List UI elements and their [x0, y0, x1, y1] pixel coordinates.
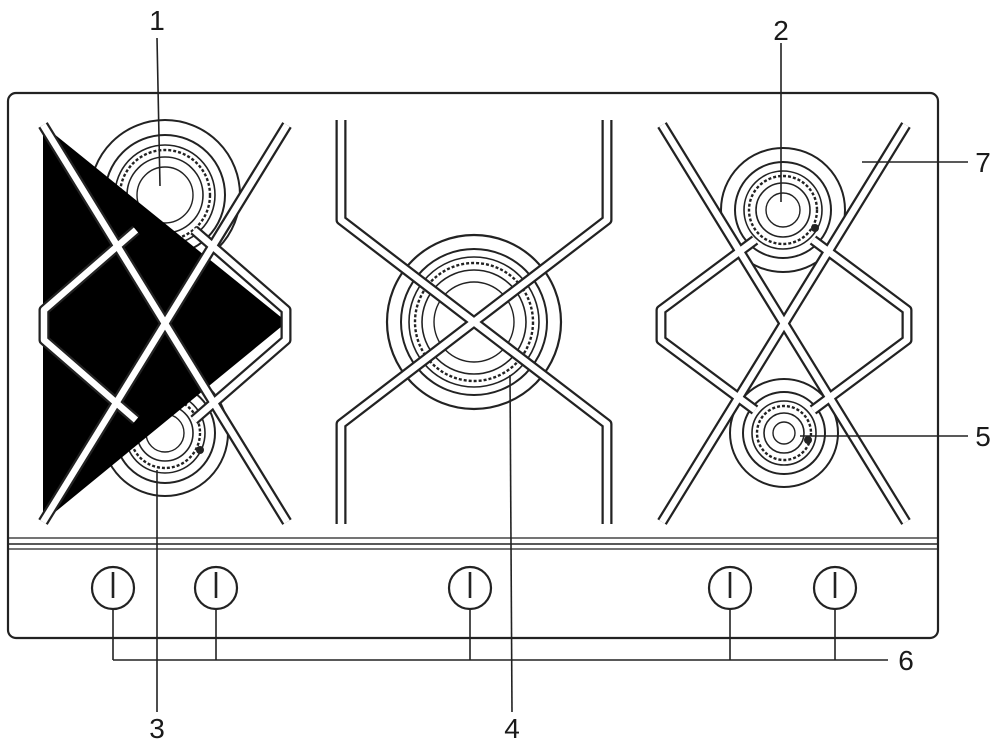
control-knob-2[interactable] — [193, 565, 239, 611]
control-knob-3[interactable] — [447, 565, 493, 611]
callout-label-7: 7 — [975, 147, 991, 178]
pan-support-left — [38, 122, 292, 525]
pan-support-right — [655, 122, 913, 525]
thermocouple-details — [186, 224, 819, 454]
control-knob-4[interactable] — [707, 565, 753, 611]
callout-label-3: 3 — [149, 713, 165, 744]
pan-support-center — [335, 120, 613, 524]
control-knob-5[interactable] — [812, 565, 858, 611]
callout-label-4: 4 — [504, 713, 520, 744]
control-knob-1[interactable] — [90, 565, 136, 611]
burner-wok-center — [385, 233, 563, 411]
callout-label-6: 6 — [898, 645, 914, 676]
leader-4 — [509, 374, 513, 713]
burner-auxiliary-front-right — [729, 378, 839, 488]
callout-labels: 1 2 3 4 5 6 7 — [149, 5, 991, 744]
leader-6 — [112, 608, 888, 661]
hob-body — [6, 91, 940, 640]
callout-label-2: 2 — [773, 15, 789, 46]
leader-lines — [112, 37, 968, 713]
callout-label-1: 1 — [149, 5, 165, 36]
burner-medium-rear-right — [720, 147, 846, 273]
leader-1 — [156, 37, 161, 187]
callout-label-5: 5 — [975, 421, 991, 452]
